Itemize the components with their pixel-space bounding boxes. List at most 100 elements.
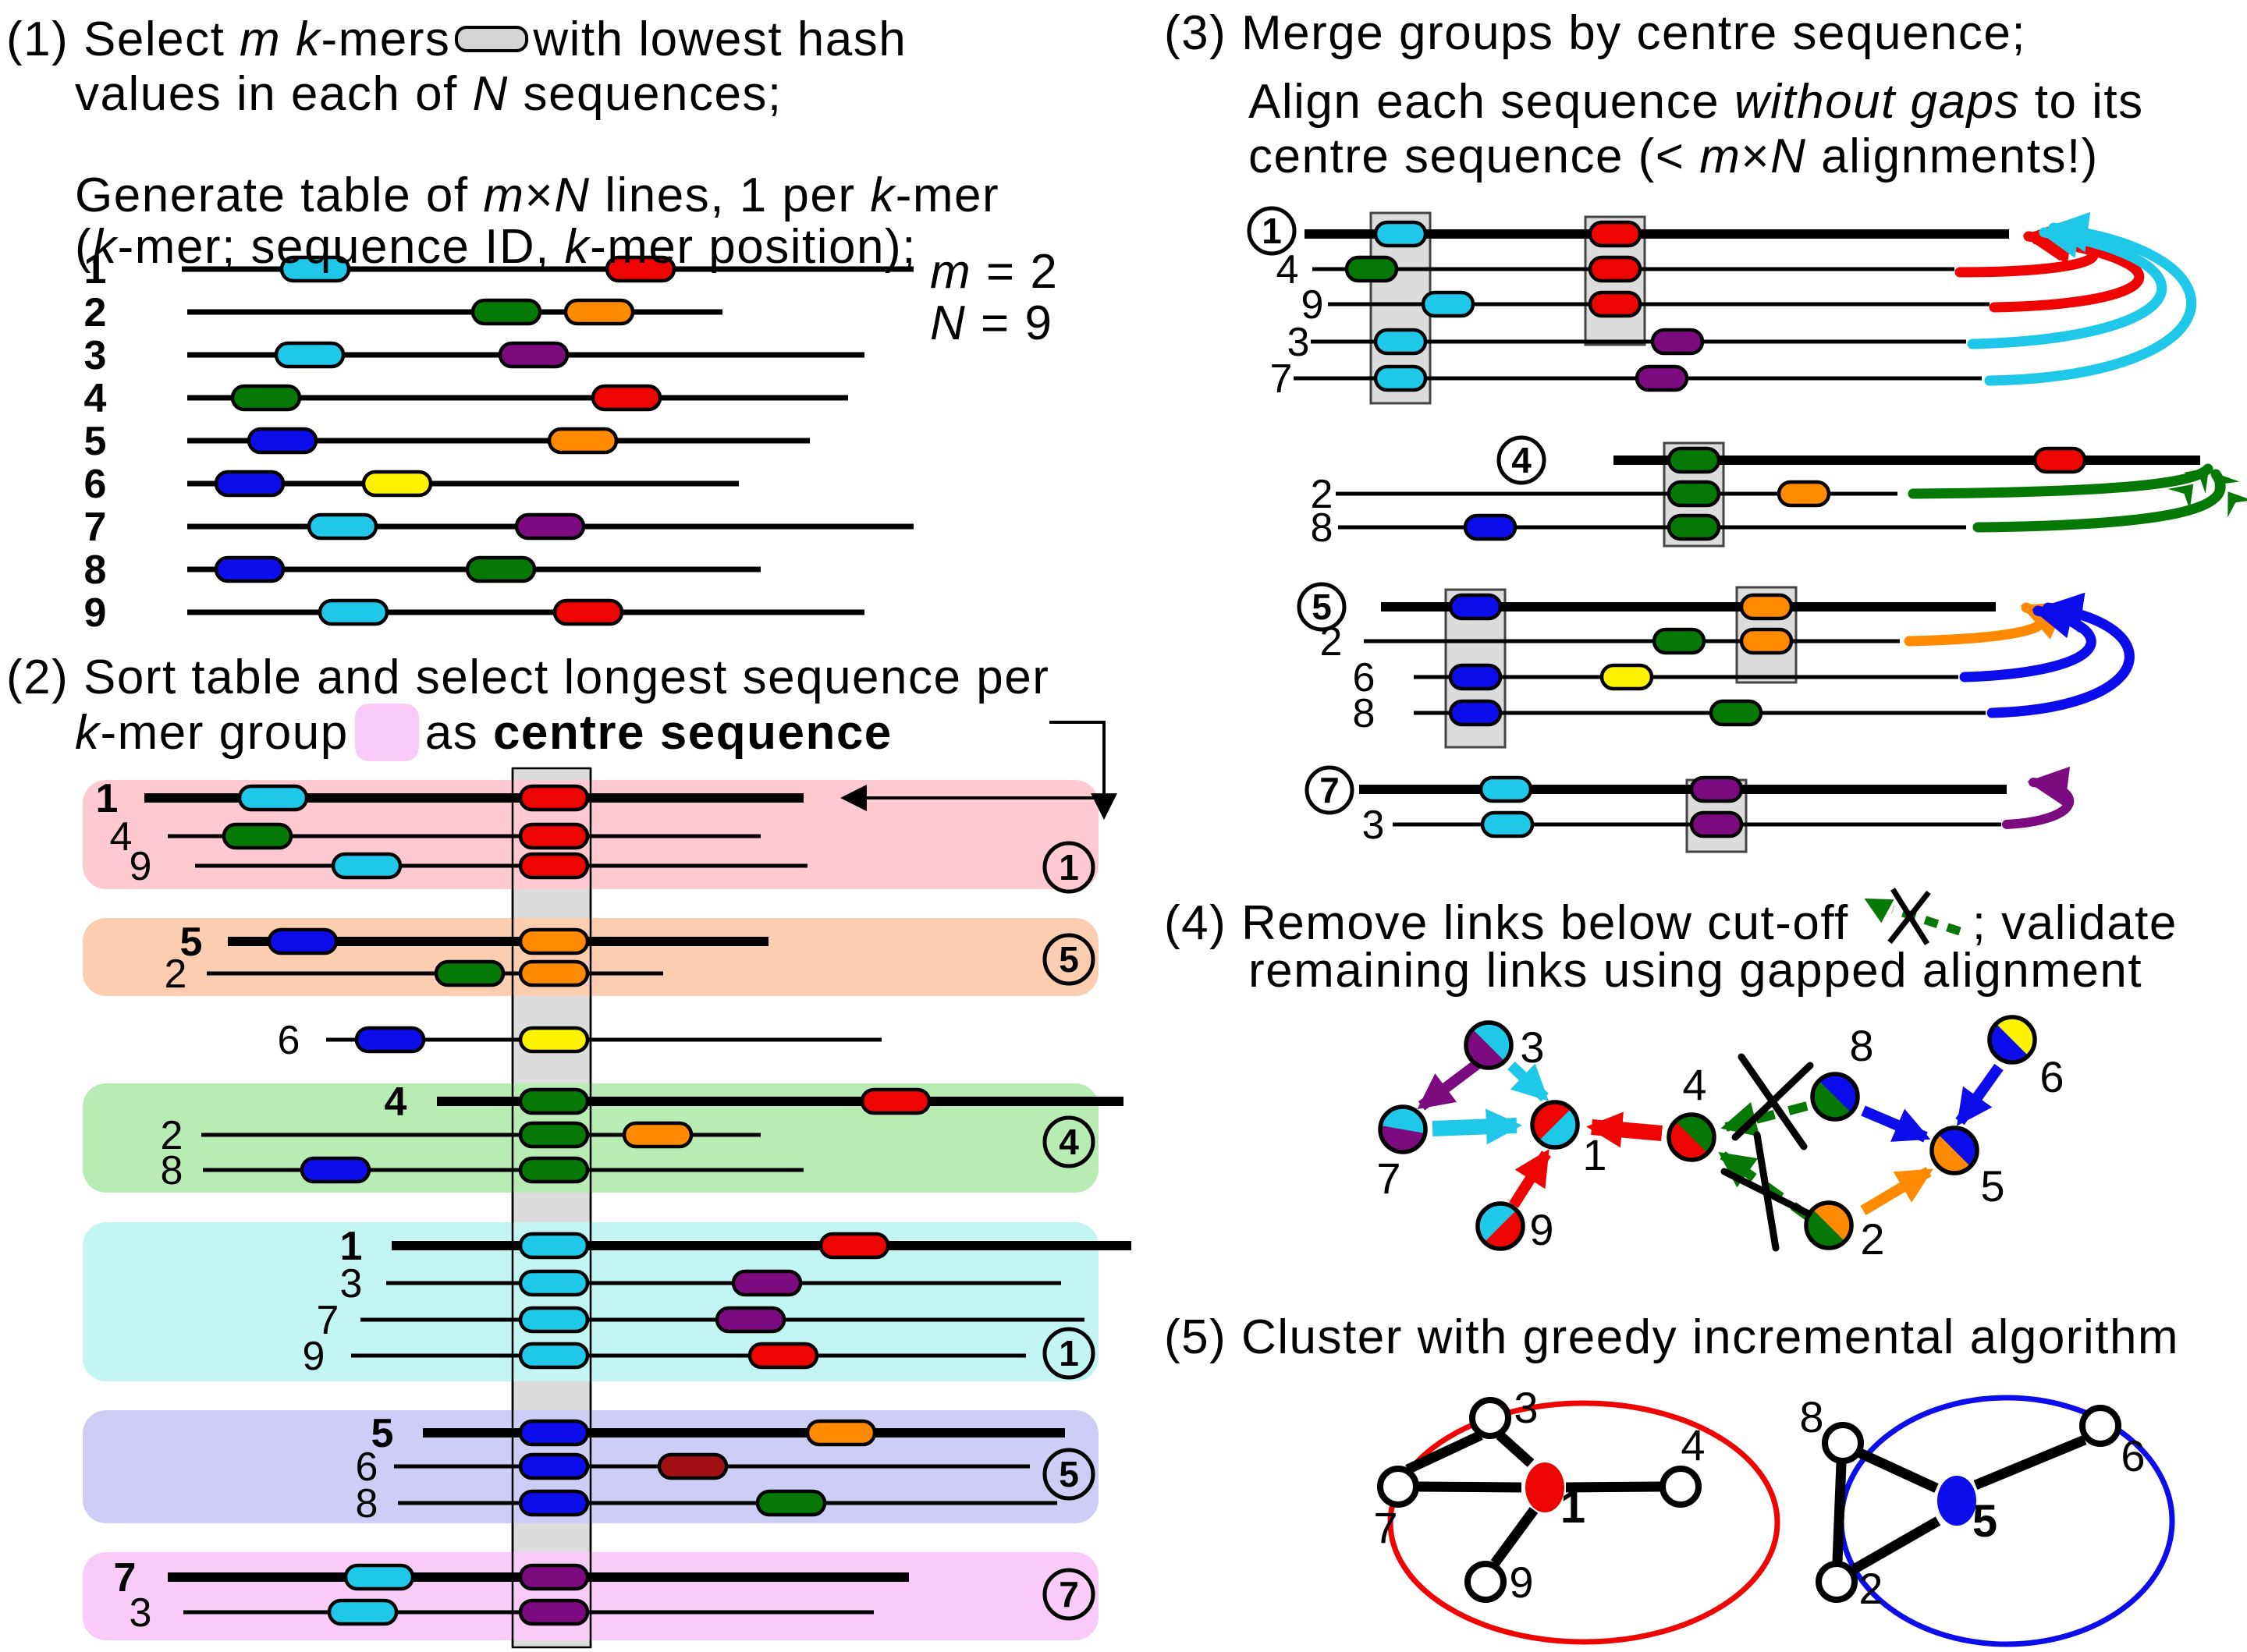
sequence-label: 4 (385, 1079, 407, 1125)
sequence-label: 1 (340, 1224, 363, 1269)
header-text: to its (2020, 75, 2144, 129)
alignment-arrow-cyan (1984, 211, 2197, 386)
cluster-centre-label: 5 (1972, 1496, 1997, 1547)
step4-line1: (4) Remove links below cut-off; validate (1164, 888, 2178, 959)
kmer-pill-red (860, 1087, 932, 1115)
graph-node-8-ring (1810, 1072, 1860, 1122)
group-badge-circle (1042, 841, 1095, 894)
kmer-pill-green (518, 1087, 590, 1115)
sequence-label: 7 (114, 1555, 137, 1601)
alignment-arrow-red (1989, 225, 2145, 313)
header-text: k (564, 220, 591, 274)
kmer-pill-purple (1650, 328, 1705, 356)
kmer-pill-yellow (1599, 663, 1654, 691)
link-2-5 (1860, 1166, 1933, 1216)
kmer-pill-purple (498, 341, 570, 369)
graph-node-label: 9 (1529, 1205, 1553, 1254)
sequence-label: 6 (356, 1445, 378, 1490)
kmer-pill-red (747, 1342, 819, 1370)
group-badge-circle (1305, 765, 1354, 815)
sequence-label: 8 (1311, 505, 1333, 551)
kmer-pill-green (465, 555, 537, 583)
sequence-label: 2 (84, 290, 107, 335)
graph-node-2-ring (1804, 1200, 1854, 1250)
sequence-label: 4 (110, 814, 133, 860)
graph-node-1-half (1532, 1102, 1571, 1141)
alignment-arrow-green (1908, 463, 2213, 510)
link-8-5 (1861, 1105, 1931, 1143)
pointer-to-badge-arrow (1049, 721, 1117, 821)
sequence-label: 9 (303, 1334, 325, 1379)
header-text: k (295, 12, 321, 66)
cluster-member-label: 6 (2121, 1431, 2145, 1480)
graph-node-3-half (1466, 1029, 1505, 1068)
kmer-pill-red (518, 822, 590, 850)
graph-node-6-half (1989, 1023, 2029, 1062)
header-text: m (483, 168, 525, 222)
kmer-pill-orange (805, 1419, 877, 1447)
step1-line4: (k-mer; sequence ID, k-mer position); (75, 222, 917, 272)
header-text: × (524, 168, 555, 222)
header-text: = 2 (971, 245, 1059, 299)
alignment-arrow-orange (1904, 601, 2066, 647)
sequence-label: 5 (180, 920, 203, 965)
graph-node-8-half (1812, 1080, 1851, 1119)
alignment-arrow-purple (2002, 766, 2075, 829)
kmer-pill-green (1709, 699, 1763, 727)
cluster-centre-node (1937, 1476, 1976, 1526)
alignment-arrow-cyan (1967, 218, 2167, 349)
removed-link-icon (1852, 888, 1969, 959)
header-text: as (424, 706, 493, 760)
kmer-pill-blue (247, 427, 318, 455)
kmer-pill-cyan (1480, 810, 1535, 838)
cluster-member-label: 8 (1799, 1392, 1823, 1441)
link-7-1 (1432, 1108, 1522, 1145)
cluster-member-label: 9 (1509, 1558, 1533, 1607)
sequence-label: 1 (84, 247, 107, 292)
sequence-label: 3 (340, 1261, 363, 1306)
cluster-member-node (1660, 1466, 1702, 1508)
link-6-5 (1955, 1063, 2004, 1126)
group-badge-circle (1042, 933, 1095, 986)
kmer-pill-cyan (518, 1269, 590, 1297)
kmer-pill-cyan (331, 852, 403, 880)
graph-node-label: 7 (1376, 1154, 1400, 1203)
step5-line1: (5) Cluster with greedy incremental algo… (1164, 1312, 2179, 1363)
cluster-member-node (1464, 1561, 1507, 1603)
header-text: ; validate (1972, 896, 2178, 950)
kmer-pill-cyan (518, 1232, 590, 1260)
header-text: Generate table of (75, 168, 484, 222)
kmer-pill-darkred (657, 1452, 729, 1480)
graph-node-2-half (1806, 1209, 1845, 1249)
kmer-pill-cyan (1373, 220, 1428, 248)
kmer-pill-orange (563, 298, 635, 326)
kmer-pill-blue (1448, 699, 1503, 727)
group-badge-circle (1042, 1327, 1095, 1380)
header-text: centre sequence (< (1248, 129, 1700, 183)
graph-node-5-ring (1929, 1126, 1979, 1175)
cluster-member-label: 4 (1681, 1420, 1705, 1469)
sequence-label: 8 (84, 548, 107, 593)
graph-node-label: 2 (1860, 1214, 1884, 1264)
kmer-pill-purple (1635, 364, 1689, 392)
header-text: sequences; (508, 67, 783, 121)
kmer-pill-blue (300, 1156, 371, 1184)
graph-node-label: 3 (1520, 1023, 1544, 1072)
group-badge-number: 5 (1059, 1454, 1079, 1494)
kmer-pill-purple (518, 1563, 590, 1591)
kmer-pill-green (222, 822, 293, 850)
graph-node-4-half (1669, 1121, 1708, 1161)
kmer-pill-green (1667, 480, 1721, 508)
header-text: -mer group (100, 706, 349, 760)
step1-line3: Generate table of m×N lines, 1 per k-mer (75, 170, 999, 221)
kmer-pill-orange (1739, 627, 1794, 655)
kmer-pill-orange (622, 1121, 694, 1149)
step1-param-n: N = 9 (930, 298, 1053, 349)
graph-node-label: 8 (1849, 1021, 1873, 1070)
kmer-pill-cyan (1421, 290, 1475, 318)
sequence-label: 7 (84, 505, 107, 550)
group-badge-circle (1247, 206, 1297, 256)
cluster-centre-label: 1 (1560, 1482, 1585, 1533)
kmer-pill-green (755, 1489, 827, 1517)
header-text: with lowest hash (533, 12, 907, 66)
